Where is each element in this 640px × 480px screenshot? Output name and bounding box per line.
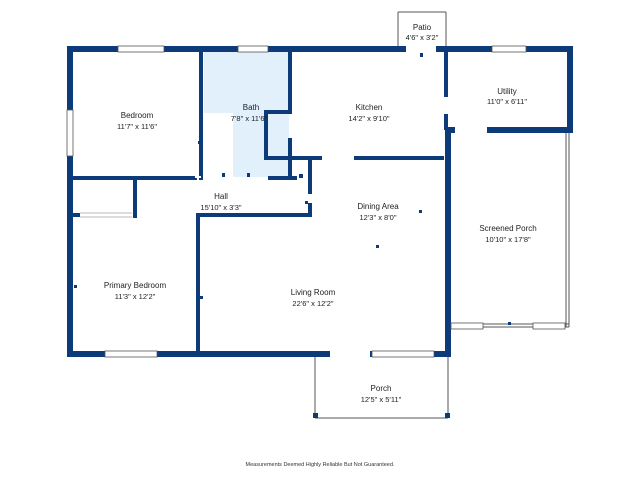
- room-label-living: Living Room: [291, 288, 336, 297]
- room-dim-bath: 7'8" x 11'6": [231, 114, 268, 123]
- window: [532, 322, 566, 330]
- room-dim-living: 22'6" x 12'2": [292, 299, 333, 308]
- wall-markers: [74, 53, 511, 325]
- window: [450, 322, 484, 330]
- hall-opening-2: [140, 212, 190, 218]
- door-openings: [80, 46, 487, 357]
- window: [117, 45, 165, 53]
- room-label-dining: Dining Area: [357, 202, 399, 211]
- room-dim-primary-bedroom: 11'3" x 12'2": [115, 292, 156, 301]
- window: [104, 350, 158, 358]
- room-label-primary-bedroom: Primary Bedroom: [104, 281, 167, 290]
- room-dim-hall: 15'10" x 3'3": [200, 203, 241, 212]
- room-label-kitchen: Kitchen: [356, 103, 383, 112]
- room-dim-utility: 11'0" x 6'11": [487, 97, 527, 106]
- exterior-walls: [67, 46, 573, 357]
- window: [371, 350, 435, 358]
- opening-lines: [80, 212, 132, 218]
- window: [237, 45, 269, 53]
- room-label-patio: Patio: [413, 23, 432, 32]
- room-label-bedroom: Bedroom: [121, 111, 154, 120]
- patio-door: [406, 46, 436, 52]
- window: [66, 109, 74, 157]
- room-dim-screened-porch: 10'10" x 17'8": [485, 235, 531, 244]
- room-dim-dining: 12'3" x 8'0": [360, 213, 397, 222]
- interior-walls: [70, 47, 448, 354]
- room-dim-porch: 12'5" x 5'11": [361, 395, 402, 404]
- window: [491, 45, 527, 53]
- windows: [66, 45, 566, 358]
- footer-disclaimer: Measurements Deemed Highly Reliable But …: [246, 462, 395, 468]
- room-dim-kitchen: 14'2" x 9'10": [348, 114, 389, 123]
- bedroom-door: [195, 176, 201, 178]
- patio-outline: [397, 11, 447, 49]
- bath-tub-cutout: [203, 113, 233, 177]
- porch-post: [445, 413, 450, 418]
- room-label-porch: Porch: [371, 384, 392, 393]
- room-dim-bedroom: 11'7" x 11'6": [117, 122, 157, 131]
- porch-outline: [314, 354, 449, 419]
- room-label-utility: Utility: [497, 87, 517, 96]
- porch-door: [330, 351, 370, 357]
- room-label-screened-porch: Screened Porch: [479, 224, 536, 233]
- utility-door: [455, 127, 487, 133]
- room-label-hall: Hall: [214, 192, 228, 201]
- porch-post: [313, 413, 318, 418]
- hall-opening: [80, 212, 132, 218]
- room-label-bath: Bath: [243, 103, 259, 112]
- room-dim-patio: 4'6" x 3'2": [406, 33, 439, 42]
